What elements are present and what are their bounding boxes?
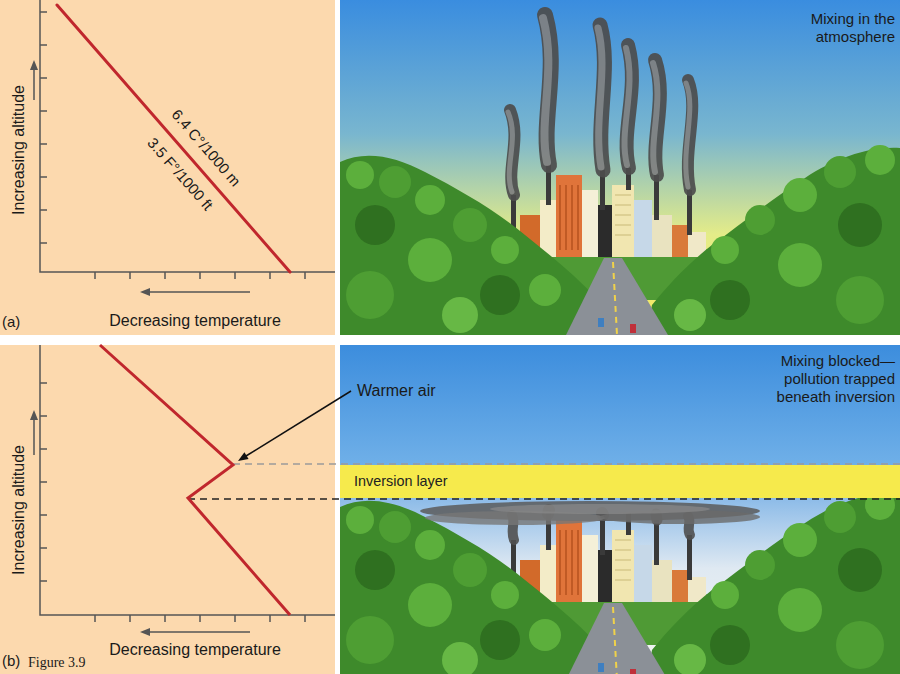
- arrow-head: [238, 452, 249, 461]
- arrow-head: [30, 60, 38, 70]
- arrow-head: [140, 628, 150, 636]
- smoke-plumes: [508, 112, 512, 192]
- axis-arrow: [148, 631, 250, 633]
- chart-ground: [0, 0, 335, 335]
- panel-letter: (a): [2, 313, 20, 331]
- axis-label: Increasing altitude: [9, 445, 28, 575]
- axis-label: Decreasing temperature: [109, 311, 281, 330]
- valley-scene: [340, 490, 900, 674]
- tick-marks: [40, 12, 305, 279]
- trapped-smoke: [420, 501, 760, 540]
- axis-arrow: [148, 291, 250, 293]
- axis-label: Increasing altitude: [9, 85, 28, 215]
- dashed-guide: [188, 498, 900, 500]
- smoke-plumes: [598, 28, 602, 167]
- smoke-plumes: [624, 48, 629, 165]
- trapped-smoke: [490, 504, 710, 514]
- smoke-plumes: [508, 15, 692, 195]
- arrow-head: [140, 288, 150, 296]
- axis-arrow: [33, 418, 35, 455]
- sky: [340, 0, 900, 335]
- axis: [40, 0, 335, 272]
- inversion-band: Inversion layer: [340, 465, 900, 498]
- axis: [40, 345, 335, 615]
- smoke-plumes: [653, 63, 657, 172]
- figure-caption: Figure 3.9: [28, 655, 86, 672]
- panel-letter: (b): [2, 652, 20, 670]
- smoke-plumes: [686, 83, 690, 187]
- callout-label: Warmer air: [357, 381, 436, 400]
- temperature-profile: [100, 345, 290, 615]
- valley-scene: [340, 145, 900, 335]
- axis-arrow: [33, 68, 35, 100]
- chart-ground: [0, 345, 335, 674]
- sky: [340, 345, 900, 466]
- panel-note: Mixing blocked— pollution trapped beneat…: [745, 352, 895, 406]
- arrow-head: [30, 410, 38, 420]
- panel-note: Mixing in the atmosphere: [805, 10, 895, 46]
- axis-label: Decreasing temperature: [109, 640, 281, 659]
- smoke-plumes: [543, 18, 548, 162]
- lapse-rate-line: [57, 5, 290, 272]
- leader-line: [246, 391, 351, 456]
- band-label: Inversion layer: [340, 465, 900, 498]
